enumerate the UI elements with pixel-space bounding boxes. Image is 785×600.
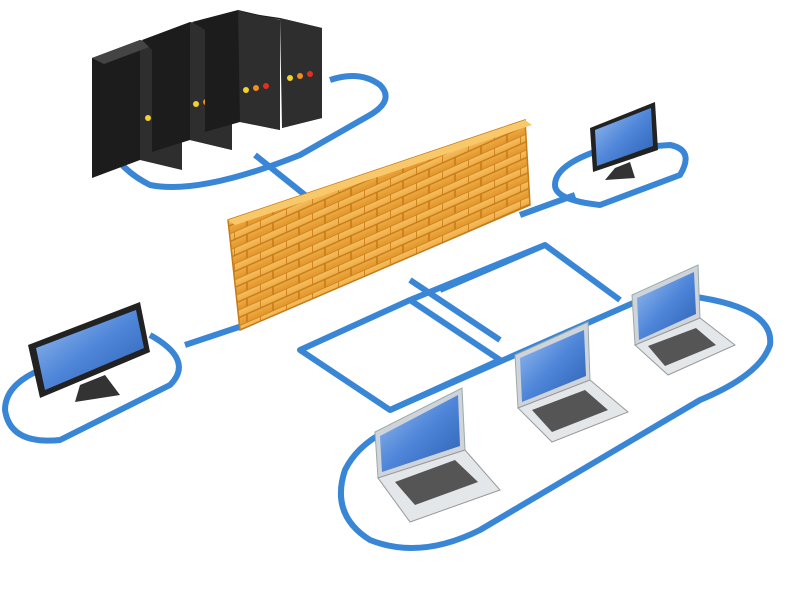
laptop-icon: [374, 387, 501, 523]
monitor-left-to-firewall-cable: [184, 322, 246, 348]
server-cluster: [92, 10, 322, 178]
server-rack-icon: [240, 12, 322, 128]
monitor-left-loop-cable: [2, 332, 182, 444]
laptop-loop-cable: [337, 292, 774, 551]
monitor-icon: [590, 102, 658, 180]
laptop-icon: [631, 264, 736, 376]
laptop-icon: [514, 321, 629, 443]
monitor-right-to-firewall-cable: [518, 192, 577, 218]
firewall-icon: [227, 118, 532, 332]
server-rack-icon: [192, 10, 280, 132]
monitor-right-loop-cable: [552, 142, 689, 208]
server-to-firewall-cable: [253, 152, 307, 198]
monitor-icon: [28, 302, 150, 402]
